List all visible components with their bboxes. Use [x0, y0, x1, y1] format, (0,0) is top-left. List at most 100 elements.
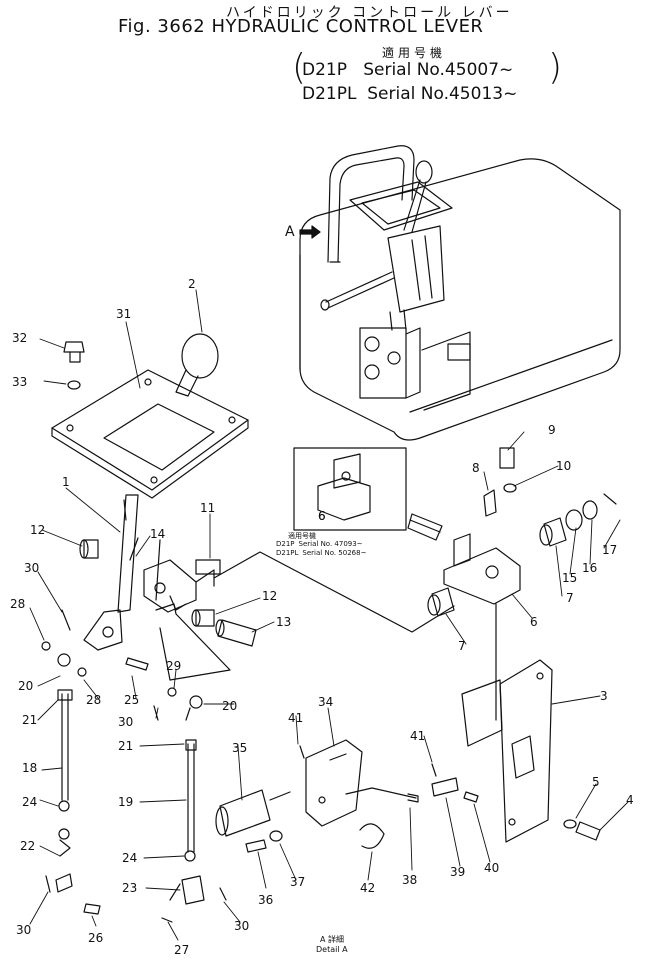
view-a-arrow: A — [285, 224, 321, 240]
bolt-40 — [463, 791, 479, 803]
washer-10 — [503, 483, 517, 493]
bushing-12 — [79, 539, 215, 627]
serial-model: D21PL — [302, 84, 357, 104]
callout-10: 10 — [556, 459, 571, 473]
bolt-36 — [245, 839, 267, 853]
pin-26 — [55, 873, 101, 915]
callout-2: 2 — [188, 277, 196, 291]
callout-1: 1 — [62, 475, 70, 489]
callout-42: 42 — [360, 881, 375, 895]
spring-42 — [359, 823, 385, 849]
bolt-9 — [499, 447, 515, 469]
callout-32: 32 — [12, 331, 27, 345]
serial-kanji-heading: 適用号機 — [382, 46, 447, 60]
callout-33: 33 — [12, 375, 27, 389]
callout-6b: 6 — [530, 615, 538, 629]
pin-41b — [431, 763, 437, 777]
washer-37 — [269, 830, 283, 842]
bracket-11 — [143, 559, 221, 613]
rod-end-20 — [57, 653, 203, 721]
clevis-23 — [169, 875, 205, 905]
knob-2 — [175, 333, 219, 397]
callout-6a: 6 — [318, 509, 326, 523]
bracket-34 — [305, 739, 363, 827]
callout-23: 23 — [122, 881, 137, 895]
open-bracket: ( — [292, 47, 307, 88]
view-a-label: A — [285, 224, 295, 240]
callout-4: 4 — [626, 793, 634, 807]
detail-box: 6 — [293, 447, 407, 531]
callout-37: 37 — [290, 875, 305, 889]
detail-caption-kanji: A 詳細 — [320, 934, 344, 944]
callout-25: 25 — [124, 693, 139, 707]
leader-line — [213, 551, 455, 633]
callout-22: 22 — [20, 839, 35, 853]
callout-35: 35 — [232, 741, 247, 755]
callout-34: 34 — [318, 695, 333, 709]
callout-30a: 30 — [24, 561, 39, 575]
lever-1 — [83, 494, 161, 651]
callout-36: 36 — [258, 893, 273, 907]
callout-27: 27 — [174, 943, 189, 957]
callout-30d: 30 — [234, 919, 249, 933]
cover-plate-31 — [51, 369, 249, 499]
pin-41 — [299, 745, 305, 759]
rod-38 — [345, 787, 419, 803]
washer-33 — [67, 380, 81, 390]
callout-21a: 21 — [22, 713, 37, 727]
nut-28b — [77, 667, 87, 677]
callout-38: 38 — [402, 873, 417, 887]
serial-line-d21p: D21P Serial No.45007~ — [302, 60, 513, 80]
callout-30b: 30 — [118, 715, 133, 729]
serial-applicability-block: ( ) 適用号機 D21P Serial No.45007~ D21PL Ser… — [292, 44, 566, 106]
callout-14: 14 — [150, 527, 165, 541]
callout-18: 18 — [22, 761, 37, 775]
grease-fitting-8 — [483, 489, 497, 517]
machine-body-illustration — [299, 145, 621, 441]
callout-29: 29 — [166, 659, 181, 673]
callout-16: 16 — [582, 561, 597, 575]
bolt-25 — [125, 657, 149, 671]
nut-16 — [582, 500, 598, 520]
leader-lines — [29, 289, 629, 941]
callout-17: 17 — [602, 543, 617, 557]
callout-5: 5 — [592, 775, 600, 789]
callout-28b: 28 — [86, 693, 101, 707]
pin-13 — [215, 619, 257, 647]
callout-41a: 41 — [288, 711, 303, 725]
serial-number: Serial No.45007~ — [363, 60, 514, 80]
callout-11: 11 — [200, 501, 215, 515]
bolt-32 — [63, 341, 85, 363]
callout-40: 40 — [484, 861, 499, 875]
detail-callout-6: 6 — [318, 509, 326, 523]
callout-31: 31 — [116, 307, 131, 321]
support-plate-3 — [461, 603, 553, 843]
serial-model: D21P — [302, 60, 347, 80]
callout-9: 9 — [548, 423, 556, 437]
nut-28 — [41, 641, 51, 651]
detail-caption-text: Detail A — [316, 945, 348, 954]
serial-line-d21pl: D21PL Serial No.45013~ — [302, 84, 517, 104]
bolt-27 — [161, 917, 173, 923]
cotter-pin-17 — [603, 493, 617, 505]
callout-24a: 24 — [22, 795, 37, 809]
callout-12b: 12 — [262, 589, 277, 603]
callout-7b: 7 — [458, 639, 466, 653]
callout-19: 19 — [118, 795, 133, 809]
washer-5 — [563, 819, 577, 829]
roller-35 — [215, 789, 291, 837]
figure-title: Fig. 3662 HYDRAULIC CONTROL LEVER — [118, 16, 484, 37]
cotter-pin-30 — [61, 609, 71, 631]
bushing-7 — [427, 517, 567, 617]
rod-18 — [57, 689, 73, 857]
callout-8: 8 — [472, 461, 480, 475]
callout-28a: 28 — [10, 597, 25, 611]
cotter-pin-30b — [153, 705, 159, 721]
callout-15: 15 — [562, 571, 577, 585]
callout-24b: 24 — [122, 851, 137, 865]
cotter-pin-30c — [45, 875, 51, 893]
block-39 — [431, 777, 459, 797]
cotter-pin-30d — [219, 887, 227, 901]
close-bracket: ) — [548, 47, 563, 88]
